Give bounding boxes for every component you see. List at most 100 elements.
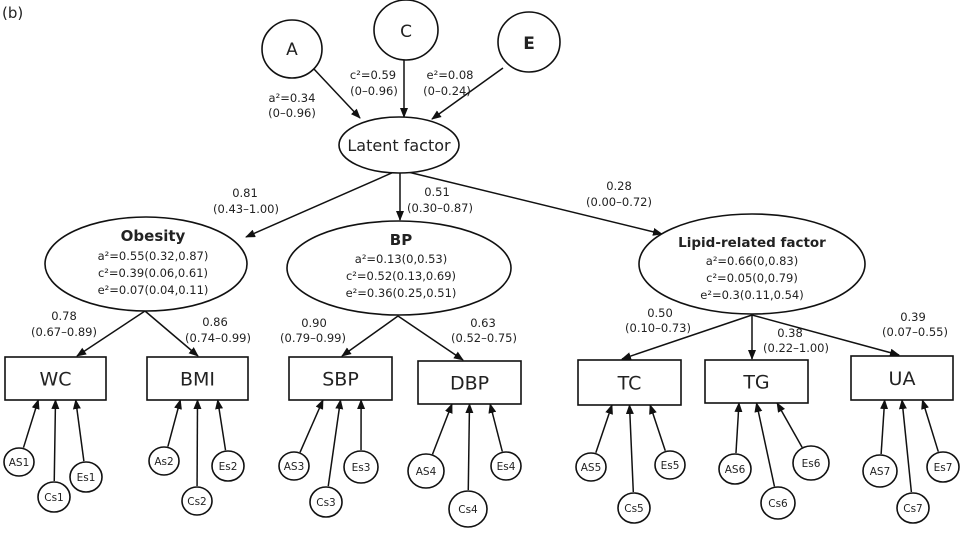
factor-obesity-title: Obesity — [121, 227, 186, 245]
factor-lipid-e2: e²=0.3(0.11,0.54) — [700, 288, 803, 302]
factor-edges — [76, 310, 900, 361]
residual-node-cs4: Cs4 — [448, 490, 488, 528]
indicator-label-tc: TC — [617, 373, 642, 395]
residual-label-cs6: Cs6 — [768, 498, 788, 510]
residual-node-es3: Es3 — [343, 450, 379, 484]
residual-label-cs5: Cs5 — [624, 503, 643, 515]
loading-wc: 0.78 — [51, 309, 77, 323]
residual-node-as4: AS4 — [407, 453, 445, 489]
factor-bp-e2: e²=0.36(0.25,0.51) — [346, 286, 457, 300]
residual-label-as6: AS6 — [725, 464, 746, 476]
indicator-label-bmi: BMI — [180, 369, 215, 391]
residual-node-es4: Es4 — [490, 451, 522, 481]
loading-dbp: 0.63 — [470, 316, 496, 330]
edge-cs6-tg — [754, 402, 776, 487]
loading-obesity: 0.81 — [232, 186, 258, 200]
residual-label-es6: Es6 — [802, 458, 821, 470]
indicator-wc: WC — [4, 356, 107, 401]
node-c: C — [373, 0, 439, 61]
edge-cs1-wc — [51, 399, 60, 482]
residual-node-cs2: Cs2 — [181, 486, 213, 516]
residual-node-cs5: Cs5 — [617, 492, 651, 524]
edge-es4-dbp — [488, 403, 504, 452]
path-a-ci: (0–0.96) — [268, 106, 316, 120]
indicator-tc: TC — [577, 359, 682, 406]
loading-tg: 0.38 — [777, 326, 803, 340]
edge-cs5-tc — [625, 404, 635, 493]
indicator-layer: WCAS1Cs1Es1BMIAs2Cs2Es2SBPAS3Cs3Es3DBPAS… — [3, 355, 960, 528]
edge-obesity-bmi — [144, 310, 199, 357]
edge-as3-sbp — [299, 399, 324, 453]
factor-lipid-a2: a²=0.66(0,0.83) — [706, 254, 798, 268]
edge-es1-wc — [72, 399, 85, 462]
edge-as1-wc — [22, 399, 40, 448]
loading-tc-ci: (0.10–0.73) — [625, 321, 691, 335]
residual-label-as1: AS1 — [9, 457, 30, 469]
indicator-dbp: DBP — [417, 360, 522, 405]
loading-lipid: 0.28 — [606, 179, 632, 193]
loading-obesity-ci: (0.43–1.00) — [213, 202, 279, 216]
residual-node-es6: Es6 — [792, 445, 830, 481]
residual-label-es5: Es5 — [661, 460, 680, 472]
edge-bp-dbp — [397, 315, 464, 361]
edge-lipid-ua — [751, 314, 900, 357]
edge-latent-lipid — [407, 171, 663, 236]
residual-label-cs2: Cs2 — [187, 496, 206, 508]
node-e-label: E — [523, 34, 535, 54]
node-c-label: C — [400, 22, 412, 42]
loading-tc: 0.50 — [647, 306, 673, 320]
indicator-sbp: SBP — [288, 356, 393, 401]
indicator-ua: UA — [850, 355, 954, 401]
factor-lipid-c2: c²=0.05(0,0.79) — [706, 271, 798, 285]
loading-bp: 0.51 — [424, 185, 450, 199]
residual-label-cs7: Cs7 — [903, 503, 922, 515]
factor-obesity: Obesity a²=0.55(0.32,0.87) c²=0.39(0.06,… — [44, 216, 248, 312]
indicator-box-tc — [577, 359, 682, 406]
factor-bp-title: BP — [390, 231, 412, 249]
edge-bp-sbp — [341, 315, 399, 357]
panel-label: (b) — [2, 4, 23, 22]
residual-label-es1: Es1 — [77, 472, 96, 484]
indicator-box-bmi — [146, 356, 249, 401]
path-c-ci: (0–0.96) — [350, 84, 398, 98]
indicator-bmi: BMI — [146, 356, 249, 401]
residual-label-cs4: Cs4 — [458, 504, 478, 516]
path-c-value: c²=0.59 — [350, 68, 396, 82]
edge-a-latent — [312, 67, 361, 119]
latent-factor-label: Latent factor — [347, 136, 451, 155]
node-a-label: A — [286, 40, 298, 60]
indicator-box-dbp — [417, 360, 522, 405]
edge-as7-ua — [880, 399, 889, 455]
factor-lipid-title: Lipid-related factor — [678, 235, 826, 251]
edge-es2-bmi — [215, 399, 227, 451]
loading-sbp-ci: (0.79–0.99) — [280, 331, 346, 345]
residual-edges — [22, 399, 940, 493]
loading-ua-ci: (0.07–0.55) — [882, 325, 948, 339]
factor-bp: BP a²=0.13(0,0.53) c²=0.52(0.13,0.69) e²… — [286, 220, 512, 316]
residual-label-es4: Es4 — [497, 461, 516, 473]
loading-bmi: 0.86 — [202, 315, 228, 329]
indicator-box-ua — [850, 355, 954, 401]
residual-node-es2: Es2 — [211, 450, 245, 482]
edge-es5-tc — [649, 404, 666, 451]
edge-es7-ua — [921, 399, 940, 452]
loading-bp-ci: (0.30–0.87) — [407, 201, 473, 215]
residual-node-as6: AS6 — [718, 453, 752, 485]
edge-as4-dbp — [431, 403, 453, 455]
factor-bp-c2: c²=0.52(0.13,0.69) — [346, 269, 456, 283]
indicator-label-tg: TG — [742, 372, 769, 394]
edge-as6-tg — [734, 402, 743, 454]
residual-label-as4: AS4 — [416, 466, 437, 478]
loading-lipid-ci: (0.00–0.72) — [586, 195, 652, 209]
residual-label-as5: AS5 — [581, 462, 602, 474]
node-e: E — [497, 11, 561, 73]
path-a-value: a²=0.34 — [269, 91, 316, 105]
factor-bp-a2: a²=0.13(0,0.53) — [355, 252, 447, 266]
loading-tg-ci: (0.22–1.00) — [763, 341, 829, 355]
edge-as5-tc — [595, 404, 613, 454]
loading-sbp: 0.90 — [301, 316, 327, 330]
ace-nodes: A C E — [261, 0, 561, 79]
factor-lipid: Lipid-related factor a²=0.66(0,0.83) c²=… — [638, 213, 866, 315]
residual-label-as2: As2 — [154, 456, 173, 468]
